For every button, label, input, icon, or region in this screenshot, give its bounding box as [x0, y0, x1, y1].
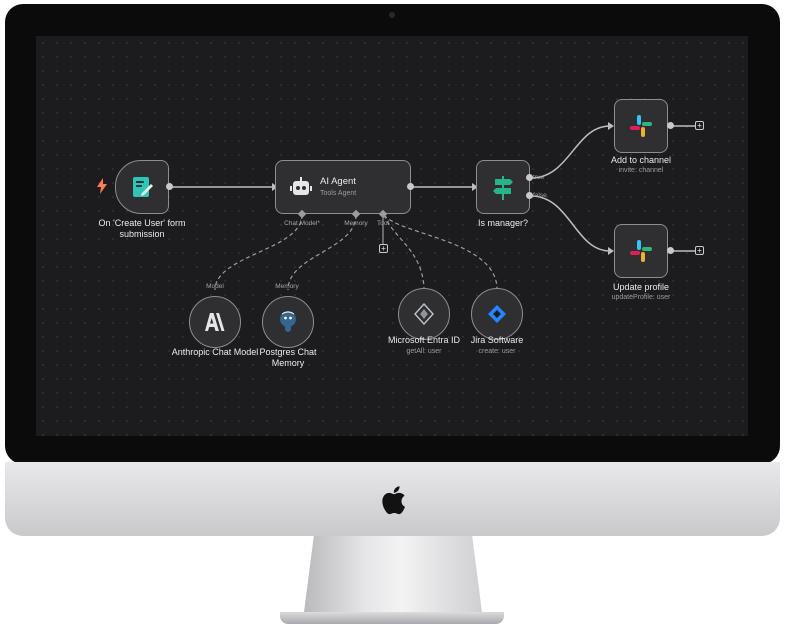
is-manager-node[interactable] [476, 160, 530, 214]
add-tool-button[interactable]: + [379, 244, 388, 253]
slack-icon [630, 240, 652, 262]
trigger-output-port[interactable] [166, 183, 173, 190]
agent-subtitle: Tools Agent [320, 190, 357, 197]
false-branch-label: false [533, 192, 547, 199]
jira-title: Jira Software [470, 335, 524, 345]
agent-output-port[interactable] [407, 183, 414, 190]
postgres-icon [280, 311, 296, 332]
slack-update-title: Update profile [612, 282, 670, 292]
postgres-port-label: Memory [275, 283, 299, 290]
postgres-node[interactable] [262, 296, 314, 348]
slack-add-output-port[interactable] [667, 122, 674, 129]
monitor-stand [303, 536, 483, 620]
form-trigger-node[interactable] [115, 160, 169, 214]
signpost-icon [493, 176, 513, 200]
entra-node[interactable] [398, 288, 450, 340]
entra-title: Microsoft Entra ID [387, 335, 461, 345]
true-branch-label: true [533, 174, 545, 181]
anthropic-port-label: Model [206, 283, 224, 290]
slack-update-subtitle: updateProfile: user [611, 294, 671, 301]
apple-logo-icon [382, 486, 405, 515]
chat-model-port-label: Chat Model* [284, 220, 320, 227]
slack-update-node[interactable] [614, 224, 668, 278]
anthropic-node[interactable] [189, 296, 241, 348]
entra-subtitle: getAll: user [406, 348, 442, 355]
slack-add-node[interactable] [614, 99, 668, 153]
agent-title: AI Agent [320, 176, 356, 187]
anthropic-label: Anthropic Chat Model [171, 347, 259, 357]
slack-add-title: Add to channel [610, 155, 672, 165]
entra-icon [414, 303, 434, 325]
tool-port-label: Tool [377, 220, 389, 227]
ai-agent-node[interactable]: AI Agent Tools Agent [275, 160, 411, 214]
anthropic-icon [205, 313, 225, 331]
trigger-label: On 'Create User' form submission [98, 218, 186, 239]
robot-icon [290, 177, 312, 195]
jira-node[interactable] [471, 288, 523, 340]
camera [389, 12, 395, 18]
slack-add-subtitle: invite: channel [618, 167, 664, 174]
is-manager-label: Is manager? [477, 218, 529, 228]
monitor-base [280, 612, 504, 624]
form-icon [133, 177, 153, 197]
slack-update-output-port[interactable] [667, 247, 674, 254]
add-after-slack-update-button[interactable]: + [695, 246, 704, 255]
add-after-slack-add-button[interactable]: + [695, 121, 704, 130]
jira-icon [488, 305, 506, 323]
jira-subtitle: create: user [478, 348, 516, 355]
memory-port-label: Memory [344, 220, 368, 227]
true-output-port[interactable] [526, 174, 533, 181]
false-output-port[interactable] [526, 192, 533, 199]
postgres-label: Postgres Chat Memory [259, 347, 317, 368]
lightning-icon [97, 178, 107, 194]
slack-icon [630, 115, 652, 137]
